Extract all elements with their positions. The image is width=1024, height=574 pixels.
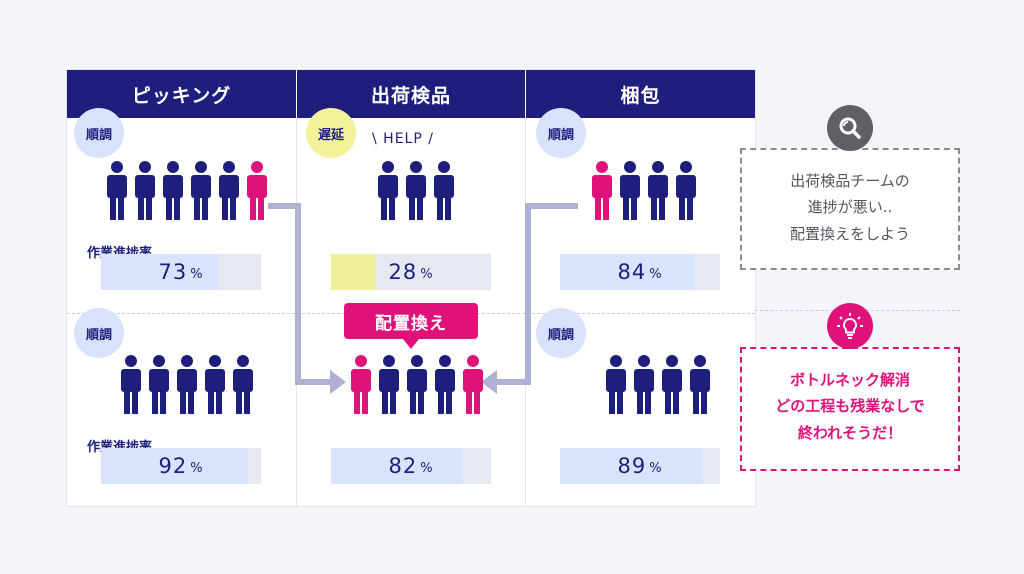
person-icon xyxy=(676,161,696,220)
person-icon xyxy=(634,355,654,414)
person-icon-reassigned xyxy=(247,161,267,220)
person-icon xyxy=(662,355,682,414)
problem-note: 出荷検品チームの 進捗が悪い.. 配置換えをしよう xyxy=(740,148,960,270)
solution-note-line: どの工程も残業なしで xyxy=(775,397,925,416)
problem-note-line: 配置換えをしよう xyxy=(789,224,910,243)
progress-value: 73 xyxy=(158,260,188,284)
problem-note-line: 出荷検品チームの xyxy=(790,172,910,190)
progress-bar-packing-bottom: 89% xyxy=(560,448,720,484)
progress-value: 84 xyxy=(617,260,647,284)
header-picking: ピッキング xyxy=(67,70,296,118)
person-icon xyxy=(378,161,398,220)
person-icon xyxy=(107,161,127,220)
progress-bar-inspection-bottom: 82% xyxy=(331,448,491,484)
progress-fill xyxy=(101,254,218,290)
people-picking-top xyxy=(105,160,269,220)
progress-value: 89 xyxy=(617,454,647,478)
person-icon xyxy=(121,355,141,414)
people-packing-bottom xyxy=(604,354,712,414)
person-icon xyxy=(606,355,626,414)
people-picking-bottom xyxy=(119,354,255,414)
progress-fill xyxy=(331,254,376,290)
status-badge-picking-bottom: 順調 xyxy=(74,308,124,358)
progress-bar-inspection-top: 28% xyxy=(331,254,491,290)
callout-pointer xyxy=(403,339,419,349)
person-icon xyxy=(191,161,211,220)
progress-value: 28 xyxy=(388,260,418,284)
person-icon xyxy=(648,161,668,220)
percent-unit: % xyxy=(649,266,663,282)
progress-bar-packing-top: 84% xyxy=(560,254,720,290)
progress-fill xyxy=(560,448,703,484)
person-icon xyxy=(406,161,426,220)
person-icon xyxy=(149,355,169,414)
people-inspection-top xyxy=(376,160,456,220)
person-icon xyxy=(135,161,155,220)
person-icon xyxy=(205,355,225,414)
progress-value: 92 xyxy=(158,454,188,478)
solution-note-line: ボトルネック解消 xyxy=(789,371,910,389)
help-text: \ HELP / xyxy=(372,131,434,147)
solution-note-line: 終われそうだ！ xyxy=(797,423,903,442)
person-icon xyxy=(233,355,253,414)
percent-unit: % xyxy=(420,460,434,476)
column-divider xyxy=(525,118,526,506)
percent-unit: % xyxy=(649,460,663,476)
column-divider xyxy=(296,118,297,506)
status-badge-picking-top: 順調 xyxy=(74,108,124,158)
percent-unit: % xyxy=(420,266,434,282)
status-badge-packing-bottom: 順調 xyxy=(536,308,586,358)
person-icon xyxy=(379,355,399,414)
progress-bar-picking-bottom: 92% xyxy=(101,448,261,484)
person-icon xyxy=(620,161,640,220)
lightbulb-icon xyxy=(827,303,873,349)
reassign-callout: 配置換え xyxy=(344,303,478,339)
people-inspection-bottom xyxy=(349,354,485,414)
people-packing-top xyxy=(590,160,698,220)
person-icon xyxy=(435,355,455,414)
progress-value: 82 xyxy=(388,454,418,478)
progress-bar-picking-top: 73% xyxy=(101,254,261,290)
percent-unit: % xyxy=(190,266,204,282)
solution-note: ボトルネック解消 どの工程も残業なしで 終われそうだ！ xyxy=(740,347,960,471)
magnifier-icon xyxy=(827,105,873,151)
person-icon xyxy=(163,161,183,220)
progress-fill xyxy=(101,448,249,484)
person-icon xyxy=(177,355,197,414)
progress-fill xyxy=(331,448,463,484)
person-icon xyxy=(407,355,427,414)
problem-note-line: 進捗が悪い.. xyxy=(807,198,893,217)
person-icon xyxy=(690,355,710,414)
status-badge-packing-top: 順調 xyxy=(536,108,586,158)
person-icon-reassigned xyxy=(351,355,371,414)
status-badge-inspection-top: 遅延 xyxy=(306,108,356,158)
percent-unit: % xyxy=(190,460,204,476)
person-icon xyxy=(434,161,454,220)
person-icon xyxy=(219,161,239,220)
person-icon-reassigned xyxy=(463,355,483,414)
progress-fill xyxy=(560,254,695,290)
person-icon-reassigned xyxy=(592,161,612,220)
